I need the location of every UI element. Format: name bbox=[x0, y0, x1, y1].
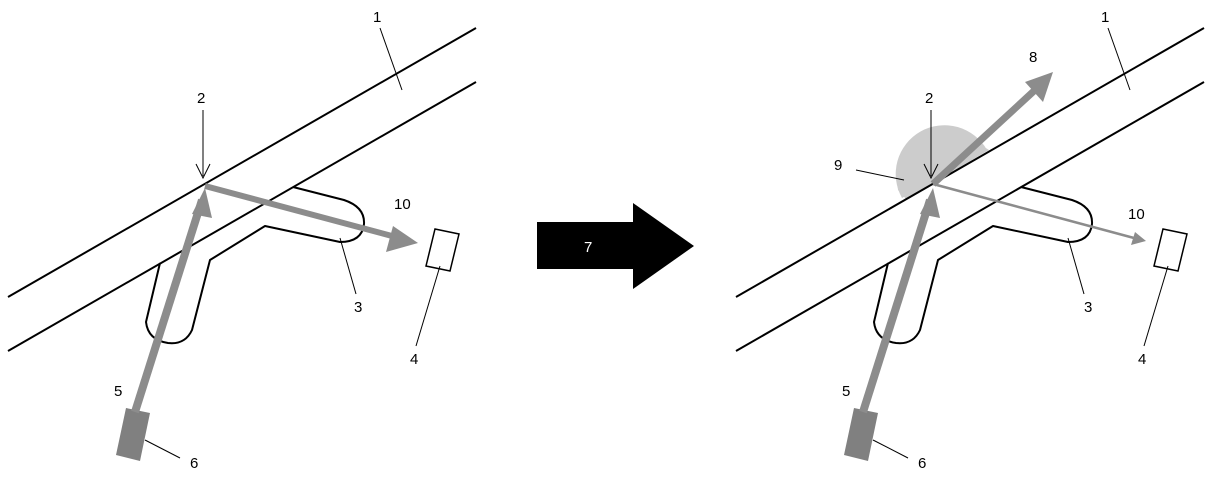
left-beam-arrow bbox=[131, 198, 206, 414]
right-panel: 1 8 2 9 10 3 4 5 6 bbox=[735, 9, 1205, 472]
right-label-10: 10 bbox=[1128, 206, 1145, 223]
right-down-arrowhead bbox=[923, 163, 939, 180]
transition-arrow: 7 bbox=[537, 203, 694, 289]
transition-arrow-shape bbox=[537, 203, 694, 289]
right-label-5: 5 bbox=[842, 383, 850, 400]
right-deflected-arrowhead bbox=[1131, 232, 1146, 245]
left-deflected-arrow bbox=[204, 183, 393, 239]
left-label-6: 6 bbox=[190, 455, 198, 472]
right-beam-arrowhead bbox=[920, 188, 940, 218]
left-leader-1 bbox=[379, 27, 403, 91]
right-leader-1 bbox=[1107, 27, 1131, 91]
left-upper-line bbox=[7, 27, 477, 298]
left-label-5: 5 bbox=[114, 383, 122, 400]
right-leader-4 bbox=[1143, 265, 1169, 347]
left-label-4: 4 bbox=[410, 351, 418, 368]
left-leader-4 bbox=[415, 265, 441, 347]
right-source-box bbox=[844, 408, 878, 461]
left-source-box bbox=[116, 408, 150, 461]
right-leader-9 bbox=[855, 169, 905, 181]
right-reflected-arrow bbox=[930, 87, 1038, 187]
right-deflected-arrow bbox=[932, 182, 1135, 240]
right-leader-3 bbox=[1067, 237, 1085, 295]
right-label-4: 4 bbox=[1138, 351, 1146, 368]
right-label-6: 6 bbox=[918, 455, 926, 472]
left-leader-6 bbox=[144, 439, 181, 459]
right-label-8: 8 bbox=[1029, 49, 1037, 66]
right-beam-arrow bbox=[859, 198, 934, 414]
left-beam-arrowhead bbox=[192, 188, 212, 218]
right-target-box bbox=[1153, 228, 1188, 272]
left-down-arrowhead bbox=[195, 163, 211, 180]
left-label-2: 2 bbox=[197, 90, 205, 107]
left-leader-3 bbox=[339, 237, 357, 295]
left-deflected-arrowhead bbox=[386, 226, 418, 252]
left-lower-line bbox=[7, 81, 477, 352]
left-label-3: 3 bbox=[354, 299, 362, 316]
right-label-1: 1 bbox=[1101, 9, 1109, 26]
right-upper-line bbox=[735, 27, 1205, 298]
right-label-3: 3 bbox=[1084, 299, 1092, 316]
right-label-9: 9 bbox=[834, 157, 842, 174]
transition-label: 7 bbox=[584, 239, 592, 256]
left-target-box bbox=[425, 228, 460, 272]
right-lower-line bbox=[735, 81, 1205, 352]
left-label-10: 10 bbox=[394, 196, 411, 213]
left-label-1: 1 bbox=[373, 9, 381, 26]
right-label-2: 2 bbox=[925, 90, 933, 107]
right-reflected-arrowhead bbox=[1025, 72, 1053, 102]
right-leader-6 bbox=[872, 439, 909, 459]
left-panel: 1 2 10 3 4 5 6 bbox=[7, 9, 477, 472]
